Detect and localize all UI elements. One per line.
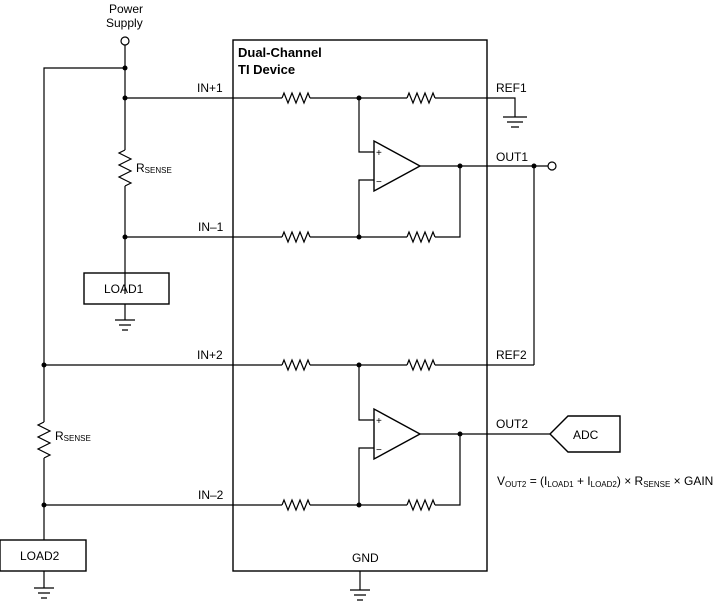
opamp1-triangle (373, 139, 422, 193)
in-minus-2-label: IN–2 (198, 488, 224, 502)
device-title-line1: Dual-Channel (238, 45, 322, 60)
load1-ground-icon (115, 304, 135, 331)
opamp2-minus: − (376, 445, 382, 456)
load2-label: LOAD2 (20, 549, 60, 563)
in-minus-1-resistor (281, 230, 311, 244)
ref2-label: REF2 (496, 348, 527, 362)
adc-label: ADC (573, 428, 599, 442)
opamp1-plus: + (376, 148, 382, 159)
opamp2-input-wires (358, 365, 374, 505)
device-title-line2: TI Device (238, 62, 295, 77)
feedback1-resistor (406, 230, 436, 244)
opamp2-triangle (373, 407, 422, 461)
in-plus-1-wire (125, 97, 516, 117)
in-plus-1-resistor (281, 91, 311, 105)
rsense1-label: RSENSE (136, 161, 172, 175)
out1-label: OUT1 (496, 150, 528, 164)
in-minus-1-label: IN–1 (198, 220, 224, 234)
load1-box (83, 272, 170, 305)
power-supply-terminal (120, 36, 130, 46)
in-minus-1-wire (125, 166, 461, 238)
device-ground-icon (350, 571, 370, 601)
in-minus-2-resistor (281, 498, 311, 512)
load2-ground-icon (34, 571, 54, 599)
power-supply-label-2: Supply (106, 16, 143, 30)
junction-dots (41, 65, 537, 508)
in-minus-2-wire (44, 434, 461, 506)
ref1-ground-icon (503, 116, 527, 128)
rsense2-resistor (36, 421, 52, 459)
power-supply-label-1: Power (109, 2, 143, 16)
ref1-label: REF1 (496, 81, 527, 95)
rsense2-label: RSENSE (55, 429, 91, 443)
out2-label: OUT2 (496, 417, 528, 431)
in-plus-1-label: IN+1 (197, 81, 223, 95)
in-plus-2-resistor (281, 358, 311, 372)
load1-label: LOAD1 (104, 282, 144, 296)
feedback2-resistor (406, 498, 436, 512)
channel2-supply-wire (43, 67, 125, 540)
ref2-resistor (406, 358, 436, 372)
opamp1-input-wires (358, 98, 374, 237)
opamp2-plus: + (376, 416, 382, 427)
ref1-resistor (406, 91, 436, 105)
device-box (232, 39, 488, 572)
gnd-label: GND (352, 551, 379, 565)
out1-terminal (547, 161, 557, 171)
adc-block (549, 415, 621, 453)
vout2-equation: VOUT2 = (ILOAD1 + ILOAD2) × RSENSE × GAI… (497, 474, 713, 489)
opamp1-minus: − (376, 177, 382, 188)
rsense1-resistor (117, 149, 133, 187)
in-plus-2-label: IN+2 (197, 348, 223, 362)
load2-box (0, 539, 87, 572)
